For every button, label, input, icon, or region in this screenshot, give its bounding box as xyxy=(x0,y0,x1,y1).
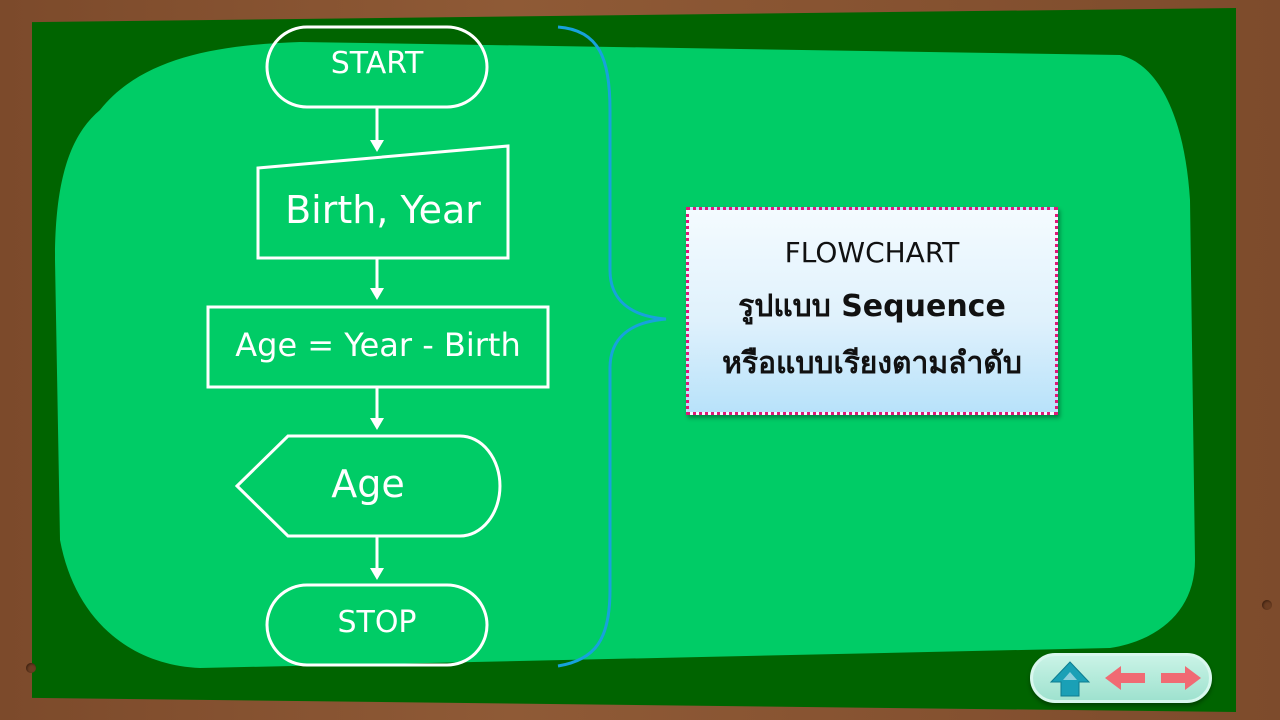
home-button[interactable] xyxy=(1045,656,1095,700)
arrow-left-icon xyxy=(1105,666,1145,690)
info-title: FLOWCHART xyxy=(784,235,960,269)
info-description: หรือแบบเรียงตามลำดับ xyxy=(722,345,1022,381)
process-label: Age = Year - Birth xyxy=(235,326,521,364)
navigation-bar xyxy=(1030,653,1212,703)
start-label: START xyxy=(330,46,424,81)
output-display-shape xyxy=(234,434,502,538)
process-shape xyxy=(206,305,550,389)
flow-arrow-head xyxy=(370,568,384,580)
frame-screw xyxy=(26,663,36,673)
output-label: Age xyxy=(331,462,405,506)
input-shape xyxy=(256,144,510,260)
info-box: FLOWCHART รูปแบบ Sequence หรือแบบเรียงตา… xyxy=(686,207,1058,415)
flow-arrow-head xyxy=(370,288,384,300)
previous-button[interactable] xyxy=(1101,656,1151,700)
curly-brace xyxy=(557,25,667,668)
flow-arrow-head xyxy=(370,140,384,152)
info-subtitle: รูปแบบ Sequence xyxy=(738,288,1006,324)
home-arrow-up-icon xyxy=(1049,661,1091,697)
frame-screw xyxy=(1262,600,1272,610)
board-inner-area xyxy=(55,42,1195,668)
arrow-right-icon xyxy=(1161,666,1201,690)
next-button[interactable] xyxy=(1155,656,1205,700)
flow-arrow-head xyxy=(370,418,384,430)
stop-label: STOP xyxy=(337,605,417,640)
start-terminal-shape xyxy=(265,25,489,109)
stop-terminal-shape xyxy=(265,583,489,667)
input-label: Birth, Year xyxy=(285,188,481,232)
